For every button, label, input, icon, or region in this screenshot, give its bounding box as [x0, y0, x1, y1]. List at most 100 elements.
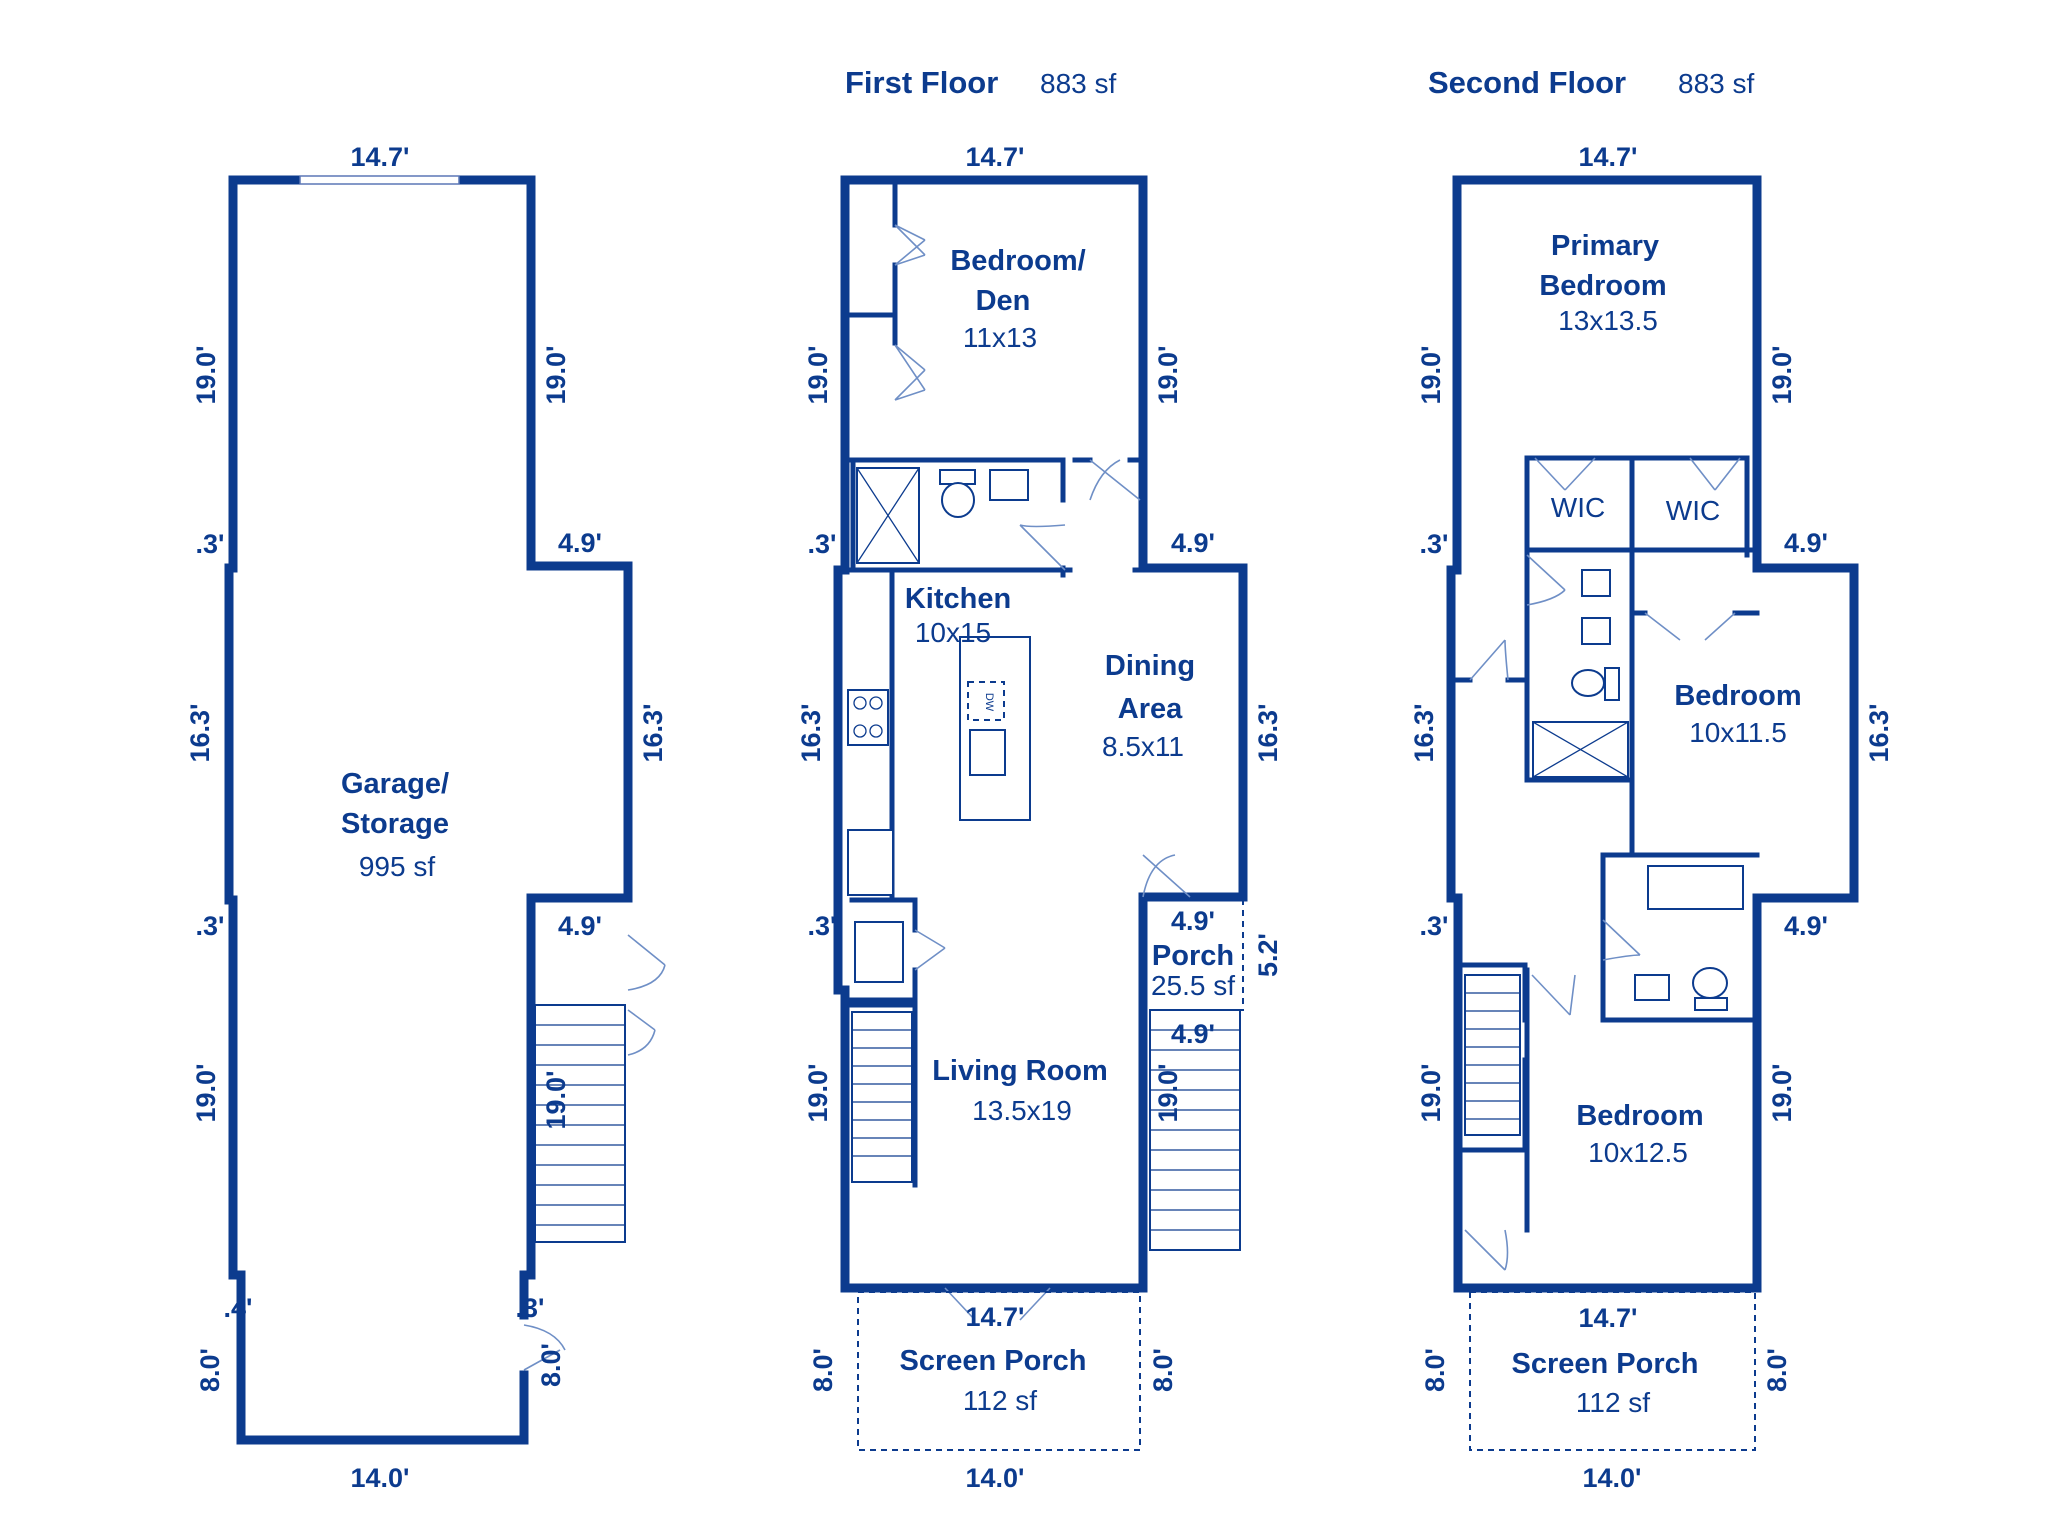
garage-side-door-swing — [627, 934, 666, 991]
island-sink — [969, 729, 1006, 776]
first-dim-bump-upper: 4.9' — [1171, 528, 1215, 558]
first-floor-plan: DW Bedroom/ Den 11x13 Kitchen 10x15 Dini… — [796, 142, 1283, 1493]
second-floor-bath-door — [1526, 554, 1566, 606]
second-dim-bottom-wall: 14.7' — [1579, 1303, 1638, 1333]
dining-name-line1: Dining — [1105, 650, 1195, 682]
first-floor-entry-porch — [1142, 899, 1244, 1011]
garage-window — [299, 175, 460, 185]
second-dim-left-upper: 19.0' — [1416, 346, 1446, 405]
primary-bedroom-name-line1: Primary — [1551, 230, 1659, 262]
second-floor-sink-1 — [1581, 569, 1611, 597]
first-floor-screen-porch-size: 112 sf — [963, 1385, 1037, 1416]
bedroom-closet-door-2 — [894, 344, 926, 401]
first-floor-front-door — [944, 1287, 1051, 1321]
garage-dim-right-upper: 19.0' — [541, 346, 571, 405]
garage-dim-right-mid: 16.3' — [638, 704, 668, 763]
garage-outer-wall-right — [454, 175, 633, 1320]
first-dim-left-mid: 16.3' — [796, 704, 826, 763]
second-floor-sink-3 — [1634, 974, 1670, 1001]
second-floor-toilet-2 — [1692, 967, 1728, 999]
garage-room-name-line1: Garage/ — [341, 768, 449, 800]
first-dim-porch-bottom: 4.9' — [1171, 1019, 1215, 1049]
second-dim-jog-upper: .3' — [1420, 529, 1449, 559]
second-dim-right-mid: 16.3' — [1864, 704, 1894, 763]
first-floor-exterior-stairs — [1149, 1009, 1241, 1251]
garage-dim-jog-lower: .3' — [196, 911, 225, 941]
dishwasher-label: DW — [983, 693, 995, 712]
living-room-size: 13.5x19 — [972, 1095, 1072, 1126]
second-floor-screen-porch-size: 112 sf — [1576, 1387, 1650, 1418]
garage-room-size: 995 sf — [359, 851, 435, 882]
second-floor-bedroom-b-door — [1531, 974, 1576, 1016]
garage-room-name-line2: Storage — [341, 808, 449, 840]
wic-2-name: WIC — [1666, 495, 1720, 526]
garage-dim-left-mid: 16.3' — [185, 704, 215, 763]
first-dim-left-upper: 19.0' — [803, 346, 833, 405]
bedroom-den-name-line1: Bedroom/ — [950, 245, 1085, 277]
garage-dim-jog-upper: .3' — [196, 529, 225, 559]
primary-bedroom-size: 13x13.5 — [1558, 305, 1658, 336]
second-floor-closet-door — [1464, 1229, 1509, 1271]
second-dim-jog-lower: .3' — [1420, 911, 1449, 941]
first-floor-toilet-tank — [939, 469, 976, 485]
dining-size: 8.5x11 — [1102, 731, 1184, 762]
garage-dim-bump-upper: 4.9' — [558, 528, 602, 558]
second-floor-screen-porch — [1469, 1291, 1756, 1451]
garage-side-door-swing-2 — [627, 1009, 656, 1056]
garage-dim-top: 14.7' — [351, 142, 410, 172]
garage-dim-jog-bottom-right: .3' — [516, 1293, 545, 1323]
bedroom-b-size: 10x12.5 — [1588, 1137, 1688, 1168]
first-floor-interior-walls — [842, 177, 1146, 1188]
second-dim-bottom: 14.0' — [1583, 1463, 1642, 1493]
garage-dim-bottom: 14.0' — [351, 1463, 410, 1493]
first-dim-bottom-wall: 14.7' — [966, 1302, 1025, 1332]
bedroom-b-name: Bedroom — [1576, 1100, 1703, 1132]
wic-1-name: WIC — [1551, 492, 1605, 523]
first-floor-bath-sink — [989, 469, 1029, 501]
garage-dim-left-lower: 19.0' — [191, 1064, 221, 1123]
garage-level-plan: Garage/ Storage 995 sf 14.7' 14.0' .3' 4… — [185, 142, 668, 1493]
second-dim-porch-right: 8.0' — [1762, 1348, 1792, 1392]
first-dim-bump-lower: 4.9' — [1171, 906, 1215, 936]
first-dim-porch-side: 5.2' — [1253, 933, 1283, 977]
porch-name: Porch — [1152, 940, 1234, 972]
second-floor-outer-wall — [1446, 175, 1859, 1293]
second-floor-area: 883 sf — [1678, 68, 1754, 99]
bedroom-closet-door-1 — [894, 224, 926, 266]
second-floor-toilet-1 — [1571, 669, 1605, 697]
first-floor-bedroom-door — [1089, 459, 1141, 501]
kitchen-sink-counter — [847, 829, 894, 896]
second-dim-porch-left: 8.0' — [1420, 1348, 1450, 1392]
first-dim-jog-lower: .3' — [808, 911, 837, 941]
wic-2-door — [1689, 457, 1741, 491]
first-dim-right-upper: 19.0' — [1153, 346, 1183, 405]
dishwasher — [967, 681, 1005, 721]
second-floor-interior-stairs — [1464, 974, 1521, 1136]
second-floor-hall-door — [1469, 639, 1509, 681]
garage-dim-left-bottom: 8.0' — [195, 1348, 225, 1392]
kitchen-island — [959, 636, 1031, 821]
kitchen-size: 10x15 — [915, 617, 991, 648]
first-dim-right-lower: 19.0' — [1153, 1064, 1183, 1123]
second-floor-toilet-tank-1 — [1604, 667, 1620, 701]
first-floor-screen-porch-name: Screen Porch — [900, 1345, 1087, 1377]
bedroom-a-name: Bedroom — [1674, 680, 1801, 712]
second-floor-title: Second Floor — [1428, 65, 1626, 100]
second-dim-right-upper: 19.0' — [1767, 346, 1797, 405]
second-floor-toilet-tank-2 — [1694, 997, 1728, 1011]
second-dim-top: 14.7' — [1579, 142, 1638, 172]
primary-bedroom-name-line2: Bedroom — [1539, 270, 1666, 302]
first-dim-jog-upper: .3' — [808, 529, 837, 559]
second-floor-bathtub — [1647, 865, 1744, 910]
kitchen-name: Kitchen — [905, 583, 1011, 615]
first-dim-porch-left: 8.0' — [808, 1348, 838, 1392]
second-dim-bump-lower: 4.9' — [1784, 911, 1828, 941]
range-cooktop — [847, 689, 889, 746]
first-dim-bottom: 14.0' — [966, 1463, 1025, 1493]
living-room-name: Living Room — [932, 1055, 1108, 1087]
second-dim-bump-upper: 4.9' — [1784, 528, 1828, 558]
first-floor-interior-stairs — [851, 1011, 913, 1183]
bedroom-den-name-line2: Den — [976, 285, 1031, 317]
garage-dim-left-upper: 19.0' — [191, 346, 221, 405]
